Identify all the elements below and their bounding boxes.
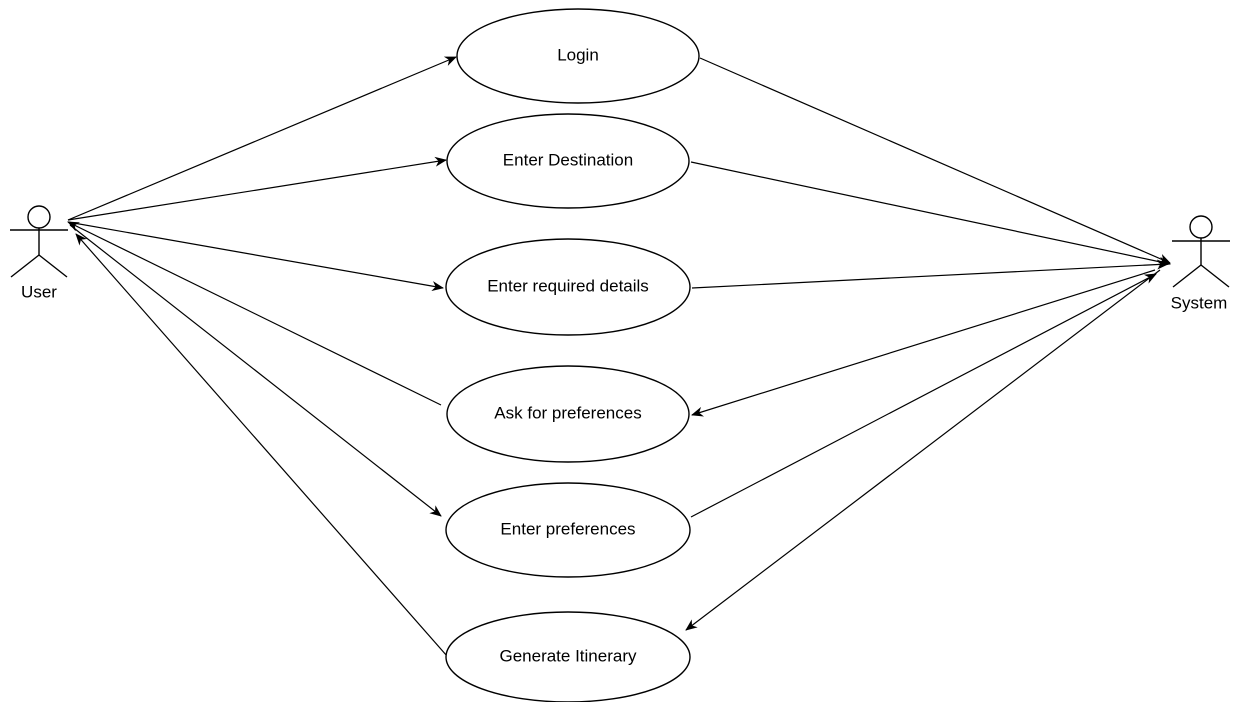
connector-enter-preferences-to-system [690, 273, 1157, 518]
use-case-generate-itinerary[interactable]: Generate Itinerary [445, 611, 691, 702]
connector-system-to-ask-for-preferences [691, 269, 1156, 417]
use-case-enter-preferences-label: Enter preferences [500, 519, 635, 538]
user-actor-head [27, 205, 51, 229]
use-case-login-ellipse [456, 8, 700, 104]
use-case-enter-required-details-label: Enter required details [487, 276, 649, 295]
use-case-ask-for-preferences-label: Ask for preferences [494, 403, 641, 422]
system-actor[interactable]: System [1171, 215, 1230, 312]
use-case-login[interactable]: Login [456, 8, 700, 104]
use-case-enter-destination[interactable]: Enter Destination [446, 113, 690, 209]
connector-user-to-enter-required-details [67, 221, 444, 292]
user-actor-left-leg [10, 254, 40, 278]
user-actor[interactable]: User [10, 205, 68, 301]
connector-ask-for-preferences-to-user [67, 221, 442, 406]
connector-user-to-login [67, 56, 457, 221]
system-actor-head [1189, 215, 1213, 239]
connector-user-to-enter-destination [67, 156, 447, 221]
use-case-enter-required-details-ellipse [445, 238, 691, 336]
connector-enter-required-details-to-system [691, 259, 1169, 289]
use-case-enter-required-details[interactable]: Enter required details [445, 238, 691, 336]
system-actor-label: System [1171, 293, 1228, 312]
connector-login-to-system [699, 57, 1171, 264]
connector-user-to-enter-preferences [69, 224, 442, 517]
use-case-generate-itinerary-ellipse [445, 611, 691, 702]
use-case-enter-destination-ellipse [446, 113, 690, 209]
system-actor-right-leg [1200, 264, 1230, 288]
use-case-ask-for-preferences-ellipse [446, 365, 690, 463]
connector-generate-itinerary-to-user [75, 233, 448, 657]
use-case-ask-for-preferences[interactable]: Ask for preferences [446, 365, 690, 463]
use-case-login-label: Login [557, 45, 599, 64]
connector-enter-destination-to-system [690, 161, 1171, 267]
user-actor-right-leg [38, 254, 68, 278]
system-actor-left-leg [1172, 264, 1202, 288]
use-case-enter-destination-label: Enter Destination [503, 150, 633, 169]
use-case-generate-itinerary-label: Generate Itinerary [499, 646, 637, 665]
use-case-enter-preferences[interactable]: Enter preferences [445, 482, 691, 578]
connector-system-to-generate-itinerary [685, 269, 1161, 631]
connectors-layer [67, 56, 1171, 657]
use-case-enter-preferences-ellipse [445, 482, 691, 578]
user-actor-label: User [21, 282, 57, 301]
